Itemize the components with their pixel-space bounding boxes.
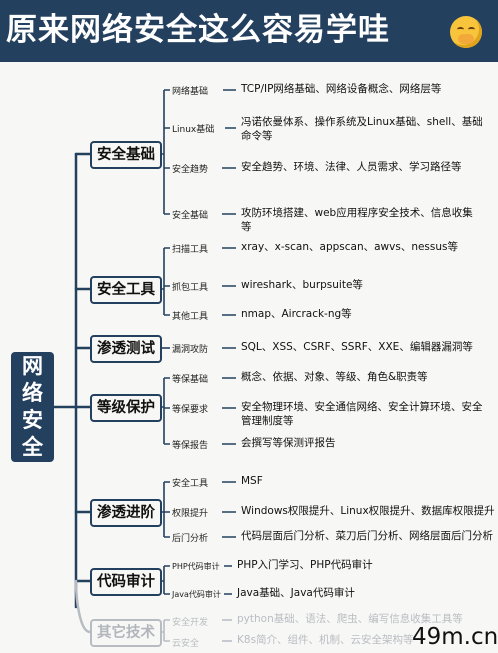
category-security-tools: 安全工具 bbox=[90, 276, 162, 304]
watermark-text: 49m.cn bbox=[412, 624, 498, 650]
item-label: 云安全 bbox=[172, 639, 200, 649]
item-text: python基础、语法、爬虫、编写信息收集工具等 bbox=[237, 613, 463, 625]
title-banner: 原来网络安全这么容易学哇 bbox=[0, 0, 498, 62]
item-label: 等保基础 bbox=[172, 375, 209, 385]
item-label: 等保报告 bbox=[172, 441, 209, 451]
item-label: 等保要求 bbox=[172, 405, 209, 415]
category-code-audit: 代码审计 bbox=[90, 568, 162, 596]
item-text: wireshark、burpsuite等 bbox=[241, 279, 363, 291]
item-text: 代码层面后门分析、菜刀后门分析、网络层面后门分析 bbox=[241, 530, 493, 542]
root-label: 网络安全 bbox=[22, 354, 43, 459]
item-text: Windows权限提升、Linux权限提升、数据库权限提升 bbox=[241, 505, 495, 517]
item-text: SQL、XSS、CSRF、SSRF、XXE、编辑器漏洞等 bbox=[241, 341, 473, 353]
category-security-basics: 安全基础 bbox=[90, 141, 162, 169]
item-label: 漏洞攻防 bbox=[172, 345, 209, 355]
item-label: 后门分析 bbox=[172, 534, 209, 544]
item-label: PHP代码审计 bbox=[172, 562, 220, 571]
item-text: nmap、Aircrack-ng等 bbox=[241, 308, 352, 320]
item-text: TCP/IP网络基础、网络设备概念、网络层等 bbox=[241, 83, 442, 95]
item-label: Linux基础 bbox=[172, 125, 215, 135]
item-label: 安全趋势 bbox=[172, 165, 209, 175]
item-label: 网络基础 bbox=[172, 87, 209, 97]
item-text: 攻防环境搭建、web应用程序安全技术、信息收集等 bbox=[241, 207, 473, 233]
item-label: 安全工具 bbox=[172, 479, 209, 489]
item-label: Java代码审计 bbox=[172, 590, 221, 599]
category-graded-protection: 等级保护 bbox=[90, 394, 162, 422]
item-text: MSF bbox=[241, 475, 263, 487]
category-advanced-penetration: 渗透进阶 bbox=[90, 499, 162, 527]
page-title: 原来网络安全这么容易学哇 bbox=[6, 12, 390, 48]
item-text: 安全趋势、环境、法律、人员需求、学习路径等 bbox=[241, 161, 462, 173]
item-text: 会撰写等保测评报告 bbox=[241, 437, 336, 449]
item-text: xray、x-scan、appscan、awvs、nessus等 bbox=[241, 241, 458, 253]
item-label: 其他工具 bbox=[172, 312, 209, 322]
item-text: K8s简介、组件、机制、云安全架构等 bbox=[237, 634, 414, 646]
item-label: 扫描工具 bbox=[172, 245, 209, 255]
category-other-tech: 其它技术 bbox=[90, 619, 162, 647]
item-text: PHP入门学习、PHP代码审计 bbox=[237, 559, 373, 571]
category-penetration-testing: 渗透测试 bbox=[90, 335, 162, 363]
item-label: 安全基础 bbox=[172, 211, 209, 221]
item-label: 抓包工具 bbox=[172, 283, 209, 293]
item-text: Java基础、Java代码审计 bbox=[237, 587, 355, 599]
item-text: 冯诺依曼体系、操作系统及Linux基础、shell、基础命令等 bbox=[241, 116, 483, 142]
item-label: 权限提升 bbox=[172, 509, 209, 519]
item-text: 概念、依据、对象、等级、角色&职责等 bbox=[241, 371, 428, 383]
item-text: 安全物理环境、安全通信网络、安全计算环境、安全管理制度等 bbox=[241, 401, 483, 427]
item-label: 安全开发 bbox=[172, 618, 209, 628]
root-node: 网络安全 bbox=[11, 352, 54, 462]
face-with-hand-over-mouth-icon bbox=[450, 16, 482, 48]
